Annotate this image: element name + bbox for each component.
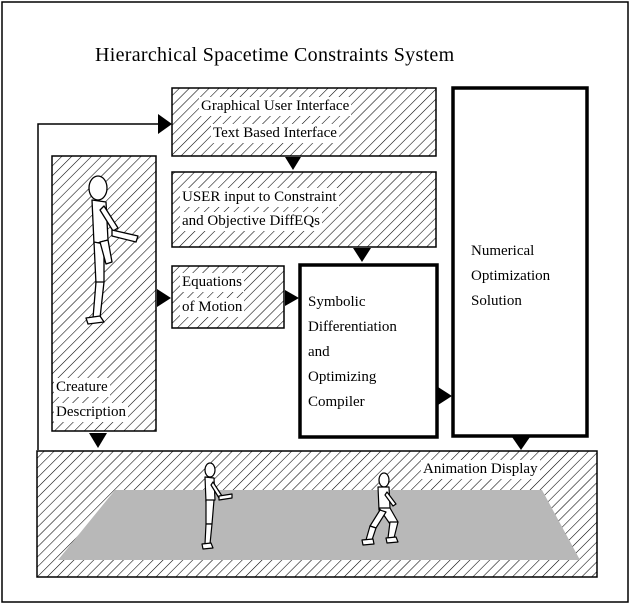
symbolic-label-line1: Symbolic	[308, 294, 366, 310]
gui-label-line2: Text Based Interface	[211, 124, 339, 143]
numerical-label-line1: Numerical	[471, 243, 535, 259]
creature-label-line1: Creature	[54, 378, 110, 397]
arrow-gui-to-user	[285, 157, 301, 170]
arrow-creature-to-equations	[157, 289, 171, 307]
equations-label-line2: of Motion	[180, 298, 245, 317]
walking-figure	[85, 175, 139, 325]
symbolic-box	[298, 263, 439, 439]
arrow-equations-to-symbolic	[285, 290, 299, 306]
numerical-box	[451, 86, 589, 438]
animation-walking-figure	[201, 462, 233, 550]
symbolic-label-line3: and	[308, 344, 330, 360]
animation-label: Animation Display	[421, 460, 540, 479]
user-input-label-line2: and Objective DiffEQs	[180, 212, 323, 231]
gui-label-line1: Graphical User Interface	[199, 97, 352, 116]
animation-crouching-figure	[361, 472, 399, 546]
arrow-symbolic-to-numerical	[438, 387, 452, 405]
user-input-box	[171, 171, 437, 248]
diagram-title: Hierarchical Spacetime Constraints Syste…	[95, 44, 455, 66]
symbolic-label-line2: Differentiation	[308, 319, 397, 335]
feedback-connector	[37, 123, 158, 450]
numerical-label-line2: Optimization	[471, 268, 551, 284]
outer-frame	[1, 1, 629, 603]
arrow-user-to-symbolic	[353, 248, 371, 262]
user-input-label-line1: USER input to Constraint	[180, 188, 339, 207]
arrow-to-gui	[158, 114, 172, 134]
symbolic-label-line5: Compiler	[308, 394, 365, 410]
animation-floor	[58, 490, 580, 560]
creature-label-line2: Description	[54, 403, 128, 422]
numerical-label-line3: Solution	[471, 293, 522, 309]
arrow-creature-to-animation	[89, 433, 107, 448]
symbolic-label-line4: Optimizing	[308, 369, 377, 385]
arrow-numerical-to-animation	[512, 437, 530, 450]
equations-label-line1: Equations	[180, 273, 244, 292]
